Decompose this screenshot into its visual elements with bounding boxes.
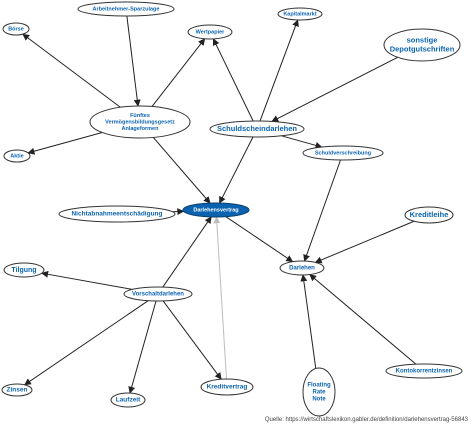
node-aktie[interactable]: Aktie bbox=[3, 149, 31, 163]
node-label-kontokorrentzinsen-0: Kontokorrentzinsen bbox=[396, 369, 453, 375]
node-shape-fuenftes-vermoegensbildungsgesetz bbox=[89, 105, 191, 139]
node-wertpapier[interactable]: Wertpapier bbox=[187, 24, 233, 40]
node-darlehensvertrag[interactable]: Darlehensvertrag bbox=[182, 202, 250, 218]
node-darlehen[interactable]: Darlehen bbox=[279, 260, 325, 276]
edge-kreditleihe-to-darlehen bbox=[314, 220, 415, 264]
node-label-kreditleihe-0: Kreditleihe bbox=[410, 210, 449, 219]
node-shape-darlehen bbox=[279, 260, 325, 276]
node-label-aktie-0: Aktie bbox=[10, 153, 23, 159]
node-kapitalmarkt[interactable]: Kapitalmarkt bbox=[277, 7, 323, 21]
node-shape-kapitalmarkt bbox=[277, 7, 323, 21]
edge-kreditvertrag-to-darlehensvertrag bbox=[213, 216, 228, 380]
node-label-laufzeit-0: Laufzeit bbox=[116, 397, 141, 404]
node-label-zinsen-0: Zinsen bbox=[7, 387, 28, 394]
node-label-sonstige-depotgutschriften-0: sonstige bbox=[407, 36, 438, 45]
node-kreditvertrag[interactable]: Kreditvertrag bbox=[200, 378, 254, 396]
node-label-tilgung-0: Tilgung bbox=[11, 267, 36, 274]
node-label-schuldverschreibung-0: Schuldverschreibung bbox=[315, 150, 371, 156]
edges-layer bbox=[22, 15, 417, 394]
edge-schuldscheindarlehen-to-wertpapier bbox=[212, 38, 254, 122]
node-label-arbeitnehmer-sparzulage-0: Arbeitnehmer-Sparzulage bbox=[93, 6, 160, 12]
node-label-floating-rate-note-2: Note bbox=[312, 396, 326, 402]
edge-floating-rate-note-to-darlehen bbox=[300, 274, 317, 369]
node-kontokorrentzinsen[interactable]: Kontokorrentzinsen bbox=[385, 363, 463, 379]
edge-schuldscheindarlehen-to-kapitalmarkt bbox=[259, 19, 299, 122]
node-label-floating-rate-note-0: Floating bbox=[307, 383, 331, 389]
node-shape-sonstige-depotgutschriften bbox=[383, 28, 461, 62]
edge-vorschaltdarlehen-to-darlehensvertrag bbox=[162, 216, 212, 288]
node-label-fuenftes-vermoegensbildungsgesetz-0: Fünftes bbox=[130, 113, 150, 119]
node-shape-kontokorrentzinsen bbox=[385, 363, 463, 379]
node-laufzeit[interactable]: Laufzeit bbox=[110, 392, 146, 408]
node-label-boerse-0: Börse bbox=[8, 26, 24, 32]
node-label-wertpapier-0: Wertpapier bbox=[196, 29, 225, 35]
node-schuldverschreibung[interactable]: Schuldverschreibung bbox=[302, 145, 384, 161]
edge-darlehensvertrag-to-darlehen bbox=[225, 216, 294, 263]
node-shape-kreditleihe bbox=[404, 206, 454, 224]
node-label-schuldscheindarlehen-0: Schuldscheindarlehen bbox=[217, 124, 297, 133]
node-shape-nichtabnahmeentschaedigung bbox=[58, 205, 176, 223]
node-zinsen[interactable]: Zinsen bbox=[1, 383, 33, 397]
node-label-darlehen-0: Darlehen bbox=[289, 266, 315, 272]
edge-kontokorrentzinsen-to-darlehen bbox=[309, 274, 417, 365]
node-label-nichtabnahmeentschaedigung-0: Nichtabnahmeentschädigung bbox=[71, 211, 162, 218]
node-label-fuenftes-vermoegensbildungsgesetz-2: Anlageformen bbox=[122, 126, 160, 132]
node-label-floating-rate-note-1: Rate bbox=[312, 390, 326, 396]
node-shape-vorschaltdarlehen bbox=[123, 286, 193, 302]
node-shape-boerse bbox=[2, 22, 30, 36]
edge-schuldscheindarlehen-to-schuldverschreibung bbox=[281, 135, 323, 149]
node-vorschaltdarlehen[interactable]: Vorschaltdarlehen bbox=[123, 286, 193, 302]
node-shape-tilgung bbox=[3, 262, 45, 278]
node-label-kreditvertrag-0: Kreditvertrag bbox=[207, 384, 248, 391]
node-label-fuenftes-vermoegensbildungsgesetz-1: Vermögensbildungsgesetz bbox=[105, 119, 175, 125]
node-arbeitnehmer-sparzulage[interactable]: Arbeitnehmer-Sparzulage bbox=[77, 1, 175, 17]
node-label-vorschaltdarlehen-0: Vorschaltdarlehen bbox=[132, 292, 184, 298]
node-shape-schuldverschreibung bbox=[302, 145, 384, 161]
edge-fuenftes-vermoegensbildungsgesetz-to-darlehensvertrag bbox=[152, 137, 211, 204]
source-caption: Quelle: https://wirtschaftslexikon.gable… bbox=[264, 417, 468, 423]
edge-fuenftes-vermoegensbildungsgesetz-to-wertpapier bbox=[151, 38, 206, 107]
node-shape-schuldscheindarlehen bbox=[209, 120, 305, 138]
node-shape-zinsen bbox=[1, 383, 33, 397]
node-shape-floating-rate-note bbox=[302, 367, 336, 417]
edge-schuldscheindarlehen-to-darlehensvertrag bbox=[219, 136, 254, 204]
node-label-kapitalmarkt-0: Kapitalmarkt bbox=[283, 11, 316, 17]
node-tilgung[interactable]: Tilgung bbox=[3, 262, 45, 278]
node-schuldscheindarlehen[interactable]: Schuldscheindarlehen bbox=[209, 120, 305, 138]
edge-vorschaltdarlehen-to-tilgung bbox=[41, 270, 133, 290]
edge-fuenftes-vermoegensbildungsgesetz-to-boerse bbox=[22, 33, 121, 108]
edge-sonstige-depotgutschriften-to-schuldscheindarlehen bbox=[271, 56, 399, 122]
edge-vorschaltdarlehen-to-zinsen bbox=[24, 300, 149, 386]
node-nichtabnahmeentschaedigung[interactable]: Nichtabnahmeentschädigung bbox=[58, 205, 176, 223]
node-shape-laufzeit bbox=[110, 392, 146, 408]
edge-schuldverschreibung-to-darlehen bbox=[303, 159, 341, 262]
edge-arbeitnehmer-sparzulage-to-fuenftes-vermoegensbildungsgesetz bbox=[126, 15, 141, 107]
node-boerse[interactable]: Börse bbox=[2, 22, 30, 36]
node-fuenftes-vermoegensbildungsgesetz[interactable]: FünftesVermögensbildungsgesetzAnlageform… bbox=[89, 105, 191, 139]
edge-vorschaltdarlehen-to-laufzeit bbox=[128, 300, 157, 394]
node-label-sonstige-depotgutschriften-1: Depotgutschriften bbox=[390, 44, 455, 53]
node-shape-arbeitnehmer-sparzulage bbox=[77, 1, 175, 17]
edge-vorschaltdarlehen-to-kreditvertrag bbox=[162, 300, 222, 380]
node-kreditleihe[interactable]: Kreditleihe bbox=[404, 206, 454, 224]
node-shape-darlehensvertrag bbox=[182, 202, 250, 218]
nodes-layer: Arbeitnehmer-SparzulageKapitalmarktBörse… bbox=[1, 1, 463, 417]
node-shape-kreditvertrag bbox=[200, 378, 254, 396]
edge-fuenftes-vermoegensbildungsgesetz-to-aktie bbox=[27, 131, 103, 155]
node-label-darlehensvertrag-0: Darlehensvertrag bbox=[193, 207, 238, 213]
node-shape-wertpapier bbox=[187, 24, 233, 40]
node-shape-aktie bbox=[3, 149, 31, 163]
